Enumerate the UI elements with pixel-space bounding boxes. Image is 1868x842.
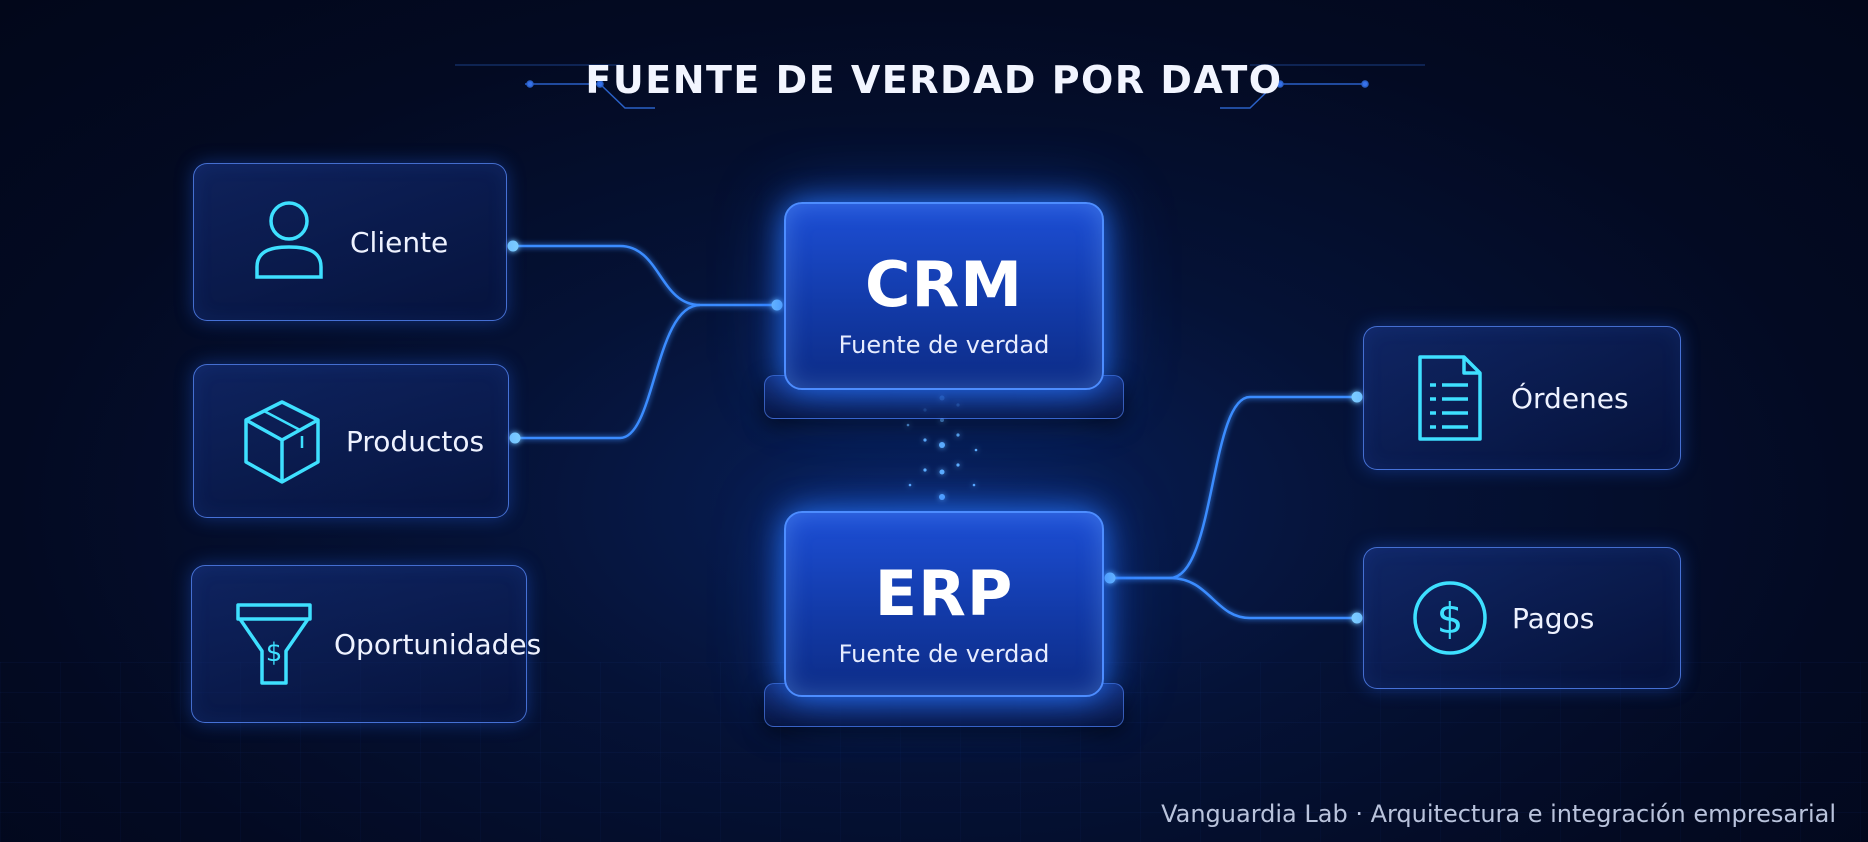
entity-label-productos: Productos [346,424,485,458]
entity-card-cliente[interactable]: Cliente [193,163,507,321]
user-icon [255,201,323,279]
dot-pagos [1351,612,1363,624]
erp-hub-subtitle: Fuente de verdad [838,640,1050,668]
entity-card-productos[interactable]: Productos [193,364,509,518]
dollar-circle-icon: $ [1413,581,1487,655]
title-ornament-right [1220,64,1425,109]
svg-text:$: $ [1437,594,1464,643]
crm-hub-subtitle: Fuente de verdad [838,331,1050,359]
entity-label-pagos: Pagos [1512,601,1595,635]
funnel-dollar-icon: $ [236,603,312,685]
entity-label-cliente: Cliente [350,225,449,259]
dot-crm [771,299,783,311]
entity-card-oportunidades[interactable]: $ Oportunidades [191,565,541,723]
entity-card-pagos[interactable]: $ Pagos [1363,547,1681,689]
box-icon [244,400,320,484]
footer-credit: Vanguardia Lab · Arquitectura e integrac… [1161,800,1836,828]
page-title: FUENTE DE VERDAD POR DATO [585,58,1283,102]
dot-ordenes [1351,391,1363,403]
wire-cliente-crm [513,244,777,307]
title-ornament-left [455,64,655,109]
erp-hub[interactable]: ERP Fuente de verdad [784,511,1104,697]
entity-label-oportunidades: Oportunidades [334,627,542,661]
entity-label-ordenes: Órdenes [1511,381,1629,415]
wire-erp-ordenes [1110,395,1357,580]
svg-text:$: $ [266,638,283,668]
entity-card-ordenes[interactable]: Órdenes [1363,326,1681,470]
dot-cliente [507,240,519,252]
wire-productos-crm [515,303,701,440]
document-list-icon [1418,355,1482,441]
erp-hub-name: ERP [874,557,1014,630]
dot-productos [509,432,521,444]
crm-hub[interactable]: CRM Fuente de verdad [784,202,1104,390]
wire-erp-pagos [1110,576,1357,620]
dot-erp [1104,572,1116,584]
crm-hub-name: CRM [865,248,1023,321]
